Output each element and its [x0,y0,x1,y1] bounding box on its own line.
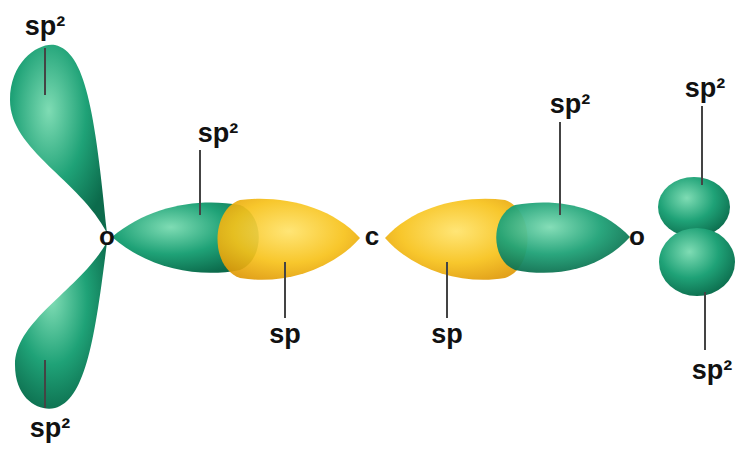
sp2-lobe [659,228,735,296]
atom-label: c [365,223,379,249]
sp2-lobe [496,203,630,273]
atom-label: o [99,223,115,249]
atom-label: o [629,223,645,249]
sp2-lobe [15,242,107,409]
orbital-label: sp² [25,13,66,40]
sp2-lobe [658,177,730,237]
orbital-label: sp² [685,75,726,102]
orbital-label: sp [269,321,301,348]
orbital-label: sp² [692,357,733,384]
orbital-label: sp² [30,415,71,442]
leader-lines [45,48,705,408]
orbital-label: sp² [550,91,591,118]
sp-lobe [218,199,361,280]
orbital-label: sp² [198,120,239,147]
orbital-label: sp [431,321,463,348]
sp2-lobe [10,45,107,233]
